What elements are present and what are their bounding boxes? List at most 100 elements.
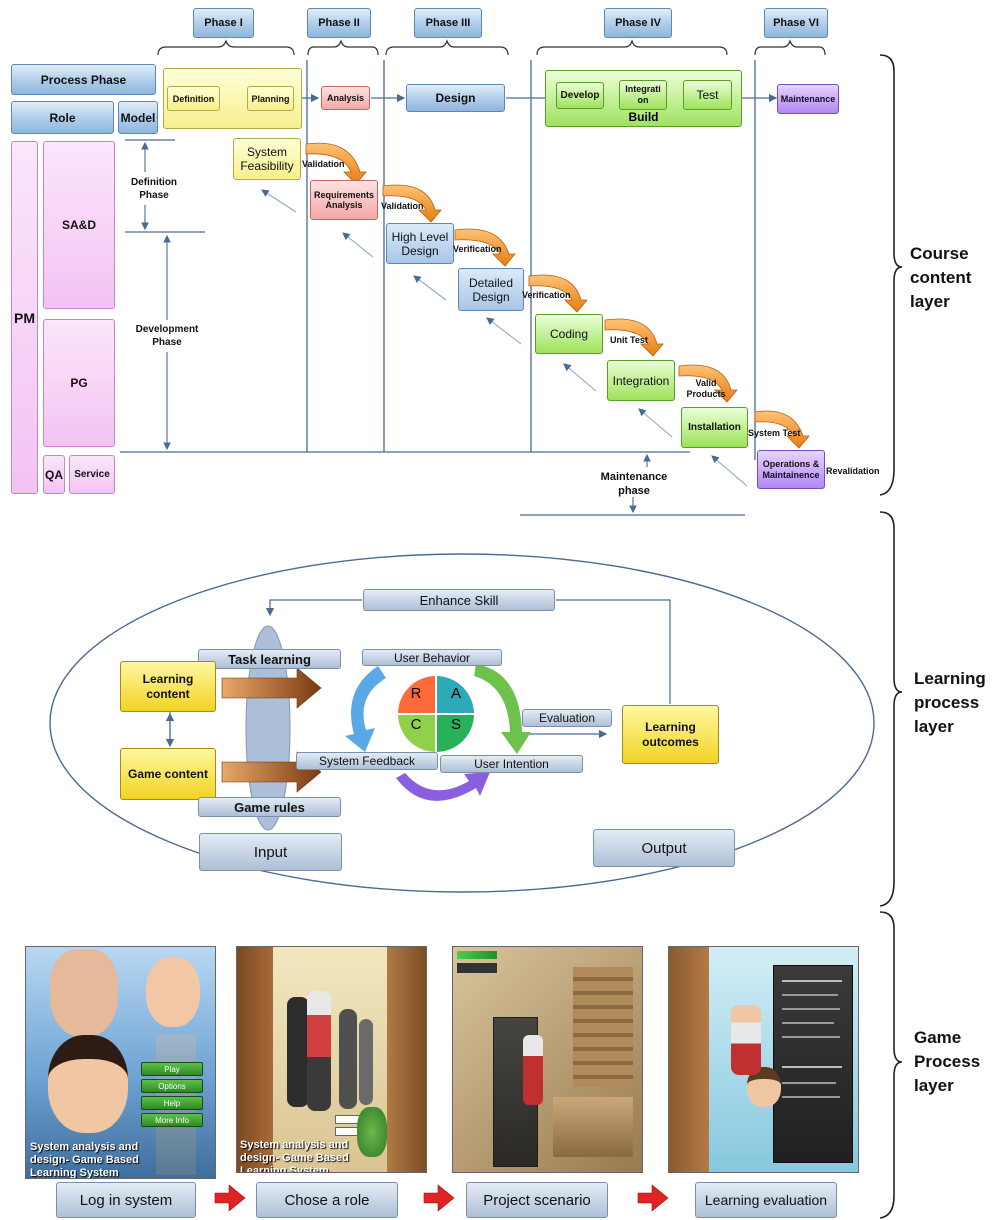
role-label: Role — [11, 101, 114, 134]
validation-label-2: Validation — [381, 201, 424, 211]
definition-phase-label: Definition Phase — [130, 177, 178, 201]
character-figure — [731, 1005, 761, 1075]
room-shape — [573, 967, 633, 1087]
learning-evaluation-screenshot — [668, 946, 859, 1173]
phase-3-label: Phase III — [414, 8, 482, 38]
panel-text-line — [782, 1036, 840, 1038]
panel-text-line — [782, 1082, 836, 1084]
sad-role: SA&D — [43, 141, 115, 309]
high-level-design-box: High Level Design — [386, 223, 454, 264]
system-test-label: System Test — [748, 428, 801, 438]
learning-content-box: Learning content — [120, 661, 216, 712]
character-figure — [339, 1009, 357, 1109]
racs-r: R — [410, 685, 422, 702]
panel-text-line — [782, 994, 838, 996]
panel-text-line — [782, 1066, 842, 1068]
screen1-caption: System analysis and design- Game Based L… — [30, 1141, 139, 1179]
requirements-analysis-box: Requirements Analysis — [310, 180, 378, 220]
game-process-layer-label: Game Process layer — [914, 1028, 981, 1095]
maintenance-phase-label: Maintenance phase — [600, 471, 668, 497]
learning-ellipse — [49, 553, 875, 893]
character-face — [48, 1035, 128, 1133]
develop-box: Develop — [556, 82, 604, 109]
learning-process-layer-label: Learning process layer — [914, 669, 986, 736]
qa-role: QA — [43, 455, 65, 494]
door-shape — [387, 947, 426, 1172]
pm-role: PM — [11, 141, 38, 494]
phase-2-label: Phase II — [307, 8, 371, 38]
progress-bar — [457, 951, 497, 959]
system-feedback-box: System Feedback — [296, 752, 438, 770]
more-info-button[interactable]: More Info — [141, 1113, 203, 1127]
validation-label-1: Validation — [302, 159, 345, 169]
log-in-system-step: Log in system — [56, 1182, 196, 1218]
project-scenario-screenshot — [452, 946, 643, 1173]
installation-box: Installation — [681, 407, 748, 448]
character-figure — [307, 991, 331, 1111]
input-box: Input — [199, 833, 342, 871]
racs-a: A — [450, 685, 461, 702]
test-box: Test — [683, 80, 732, 110]
character-figure — [359, 1019, 373, 1105]
coding-box: Coding — [535, 314, 603, 354]
unit-test-label: Unit Test — [610, 335, 648, 345]
process-phase-label: Process Phase — [11, 64, 156, 95]
play-button[interactable]: Play — [141, 1062, 203, 1076]
integration-box: Integrati on — [619, 80, 667, 110]
task-learning-box: Task learning — [198, 649, 341, 669]
screen2-caption: System analysis and design- Game Based L… — [240, 1139, 349, 1173]
pg-role: PG — [43, 319, 115, 447]
game-rules-box: Game rules — [198, 797, 341, 817]
user-intention-box: User Intention — [440, 755, 583, 773]
panel-text-line — [782, 1008, 840, 1010]
learning-outcomes-box: Learning outcomes — [622, 705, 719, 764]
analysis-box: Analysis — [321, 86, 370, 110]
design-box: Design — [406, 84, 505, 112]
course-content-layer-label: Course content layer — [910, 244, 972, 311]
build-label: Build — [628, 110, 659, 124]
score-panel — [457, 963, 497, 973]
verification-label-2: Verification — [522, 290, 571, 300]
options-button[interactable]: Options — [141, 1079, 203, 1093]
service-role: Service — [69, 455, 115, 494]
character-face — [50, 949, 118, 1037]
enhance-skill-box: Enhance Skill — [363, 589, 555, 611]
evaluation-box: Evaluation — [522, 709, 612, 727]
project-scenario-step: Project scenario — [466, 1182, 608, 1218]
user-behavior-box: User Behavior — [362, 649, 502, 666]
evaluation-panel — [773, 965, 853, 1163]
detailed-design-box: Detailed Design — [458, 268, 524, 311]
help-button[interactable]: Help — [141, 1096, 203, 1110]
plant-shape — [357, 1107, 387, 1157]
maintenance-box: Maintenance — [777, 84, 839, 114]
model-label: Model — [118, 101, 158, 134]
character-figure — [523, 1035, 543, 1105]
racs-c: C — [410, 716, 422, 733]
room-shape — [553, 1097, 633, 1157]
character-figure — [287, 997, 309, 1107]
character-face — [146, 957, 200, 1027]
integration-waterfall-box: Integration — [607, 360, 675, 401]
output-box: Output — [593, 829, 735, 867]
racs-cycle — [345, 664, 531, 801]
chose-a-role-step: Chose a role — [256, 1182, 398, 1218]
login-screenshot: Play Options Help More Info System analy… — [25, 946, 216, 1179]
planning-box: Planning — [247, 86, 294, 111]
game-content-box: Game content — [120, 748, 216, 800]
definition-box: Definition — [167, 86, 220, 111]
learning-evaluation-step: Learning evaluation — [695, 1182, 837, 1218]
phase-4-label: Phase IV — [604, 8, 672, 38]
system-feasibility-box: System Feasibility — [233, 138, 301, 180]
valid-products-label: Valid Products — [686, 378, 726, 399]
phase-braces — [157, 39, 826, 56]
door-shape — [237, 947, 273, 1172]
revalidation-label: Revalidation — [826, 466, 880, 476]
phase-6-label: Phase VI — [764, 8, 828, 38]
phase-1-label: Phase I — [193, 8, 254, 38]
panel-text-line — [782, 1022, 834, 1024]
verification-label-1: Verification — [453, 244, 502, 254]
racs-s: S — [450, 716, 461, 733]
panel-text-line — [782, 1096, 840, 1098]
panel-text-line — [782, 980, 842, 982]
role-selection-screenshot: System analysis and design- Game Based L… — [236, 946, 427, 1173]
